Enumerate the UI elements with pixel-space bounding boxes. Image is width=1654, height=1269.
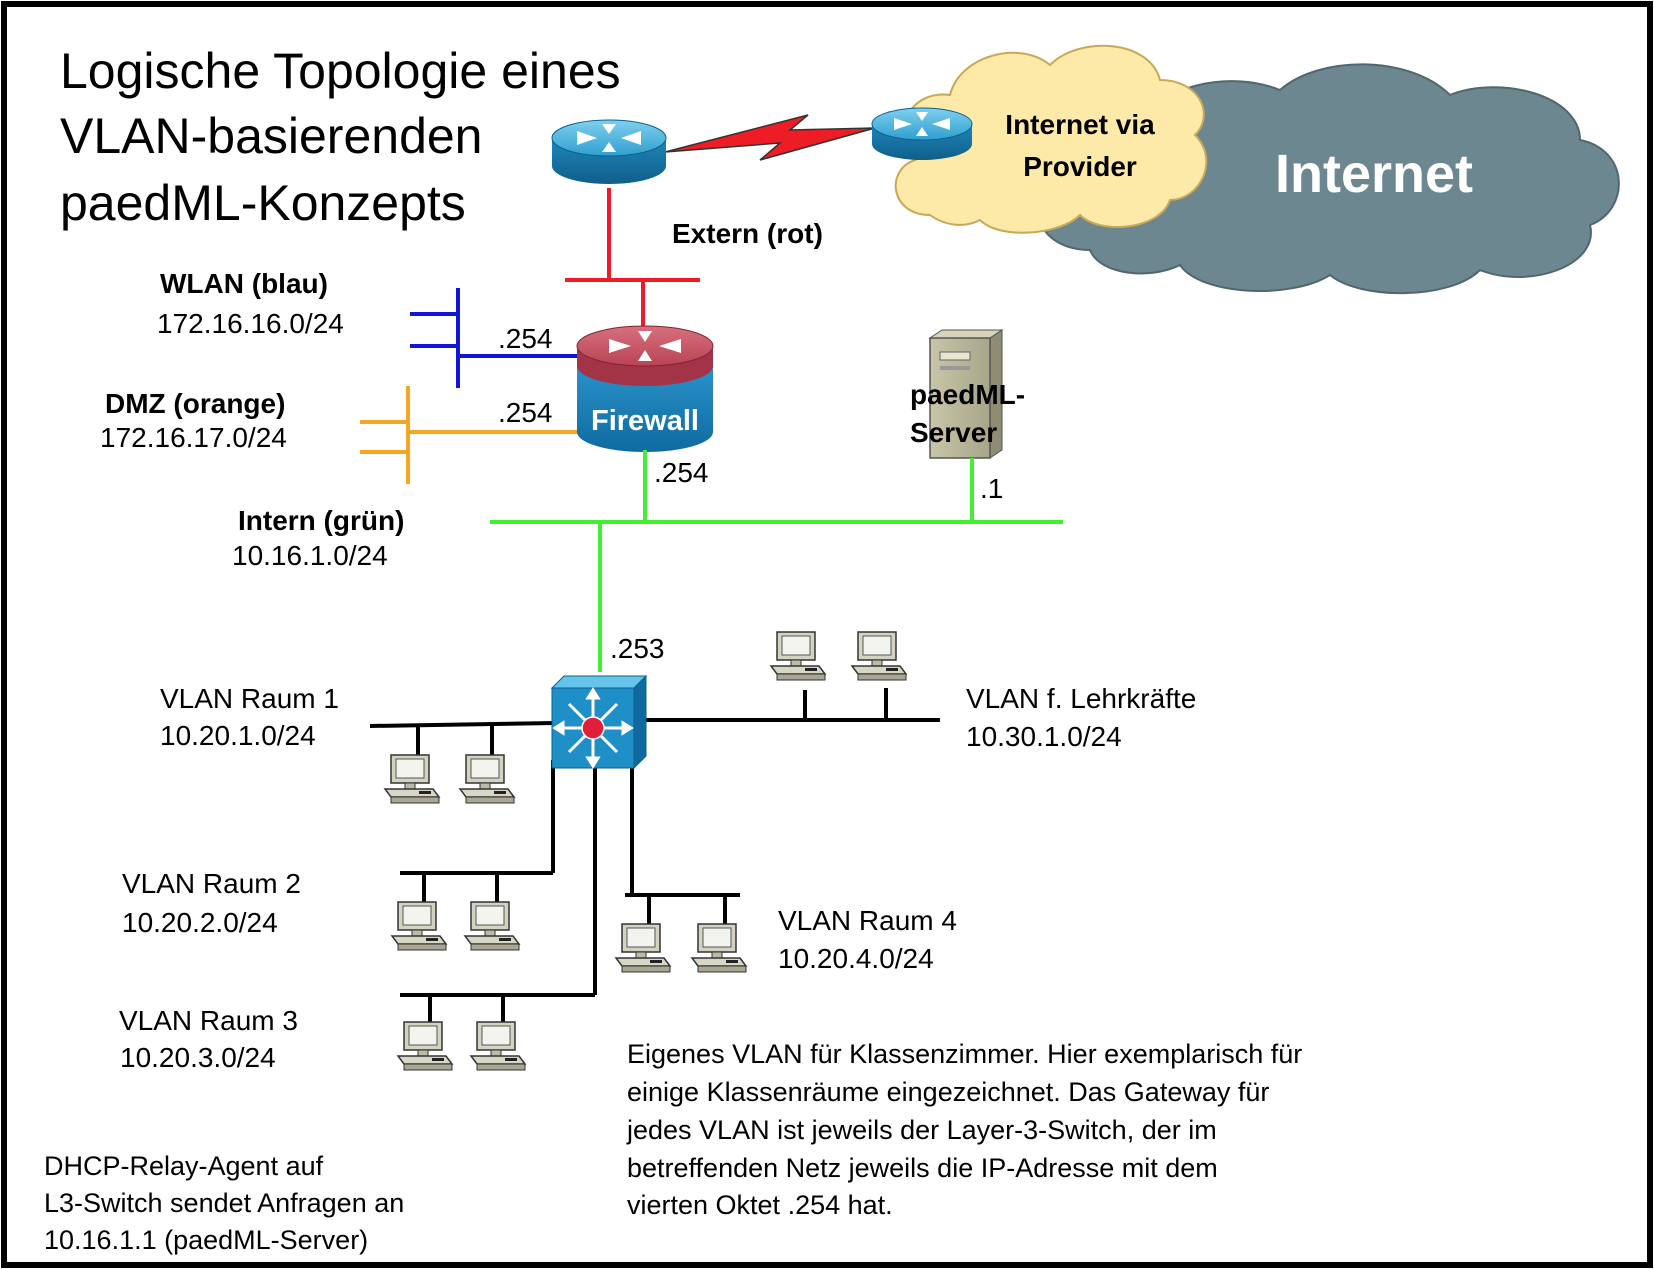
vlan-raum2-subnet: 10.20.2.0/24 — [122, 907, 278, 938]
switch-ip: .253 — [610, 633, 665, 664]
provider-label-2: Provider — [1023, 151, 1137, 182]
intern-fw-ip: .254 — [654, 457, 709, 488]
wlan-label: WLAN (blau) — [160, 268, 328, 299]
vlan-info-line: einige Klassenräume eingezeichnet. Das G… — [627, 1077, 1269, 1107]
internet-label: Internet — [1275, 144, 1473, 204]
title-line-2: VLAN-basierenden — [60, 108, 483, 164]
dmz-network — [360, 386, 580, 484]
dhcp-note-line: DHCP-Relay-Agent auf — [44, 1151, 324, 1181]
vlan-raum3-label: VLAN Raum 3 — [119, 1005, 298, 1036]
intern-subnet: 10.16.1.0/24 — [232, 540, 388, 571]
dmz-gateway-ip: .254 — [498, 397, 553, 428]
wlan-subnet: 172.16.16.0/24 — [157, 308, 344, 339]
vlan-raum1-subnet: 10.20.1.0/24 — [160, 720, 316, 751]
wlan-gateway-ip: .254 — [498, 323, 553, 354]
wlan-network — [410, 288, 580, 388]
layer3-switch-icon — [550, 674, 648, 770]
vlan-raum1-label: VLAN Raum 1 — [160, 683, 339, 714]
intern-network — [490, 450, 1063, 672]
vlan-lines — [369, 688, 940, 1024]
firewall-label: Firewall — [591, 405, 699, 437]
vlan-info-line: jedes VLAN ist jeweils der Layer-3-Switc… — [626, 1115, 1217, 1145]
vlan-raum4-subnet: 10.20.4.0/24 — [778, 943, 934, 974]
vlan-raum2-label: VLAN Raum 2 — [122, 868, 301, 899]
dmz-label: DMZ (orange) — [105, 388, 285, 419]
edge-router-icon — [551, 119, 667, 184]
extern-label: Extern (rot) — [672, 218, 823, 249]
vlan-lehrkraefte-subnet: 10.30.1.0/24 — [966, 721, 1122, 752]
provider-label-1: Internet via — [1005, 109, 1155, 140]
intern-label: Intern (grün) — [238, 505, 404, 536]
server-label-2: Server — [910, 417, 997, 448]
title-line-3: paedML-Konzepts — [60, 175, 466, 231]
provider-router-icon — [871, 107, 973, 160]
vlan-info-line: vierten Oktet .254 hat. — [627, 1190, 893, 1220]
firewall-icon — [576, 325, 714, 452]
server-label-1: paedML- — [910, 379, 1025, 410]
title-line-1: Logische Topologie eines — [60, 43, 621, 99]
vlan-info-line: betreffenden Netz jeweils die IP-Adresse… — [627, 1153, 1218, 1183]
dhcp-note-line: 10.16.1.1 (paedML-Server) — [44, 1225, 368, 1255]
dmz-subnet: 172.16.17.0/24 — [100, 422, 287, 453]
intern-server-ip: .1 — [980, 473, 1003, 504]
vlan-lehrkraefte-label: VLAN f. Lehrkräfte — [966, 683, 1196, 714]
vlan-raum4-label: VLAN Raum 4 — [778, 905, 957, 936]
vlan-raum3-subnet: 10.20.3.0/24 — [120, 1042, 276, 1073]
vlan-info-line: Eigenes VLAN für Klassenzimmer. Hier exe… — [627, 1039, 1302, 1069]
dhcp-note-line: L3-Switch sendet Anfragen an — [44, 1188, 404, 1218]
server-icon — [928, 329, 1004, 459]
